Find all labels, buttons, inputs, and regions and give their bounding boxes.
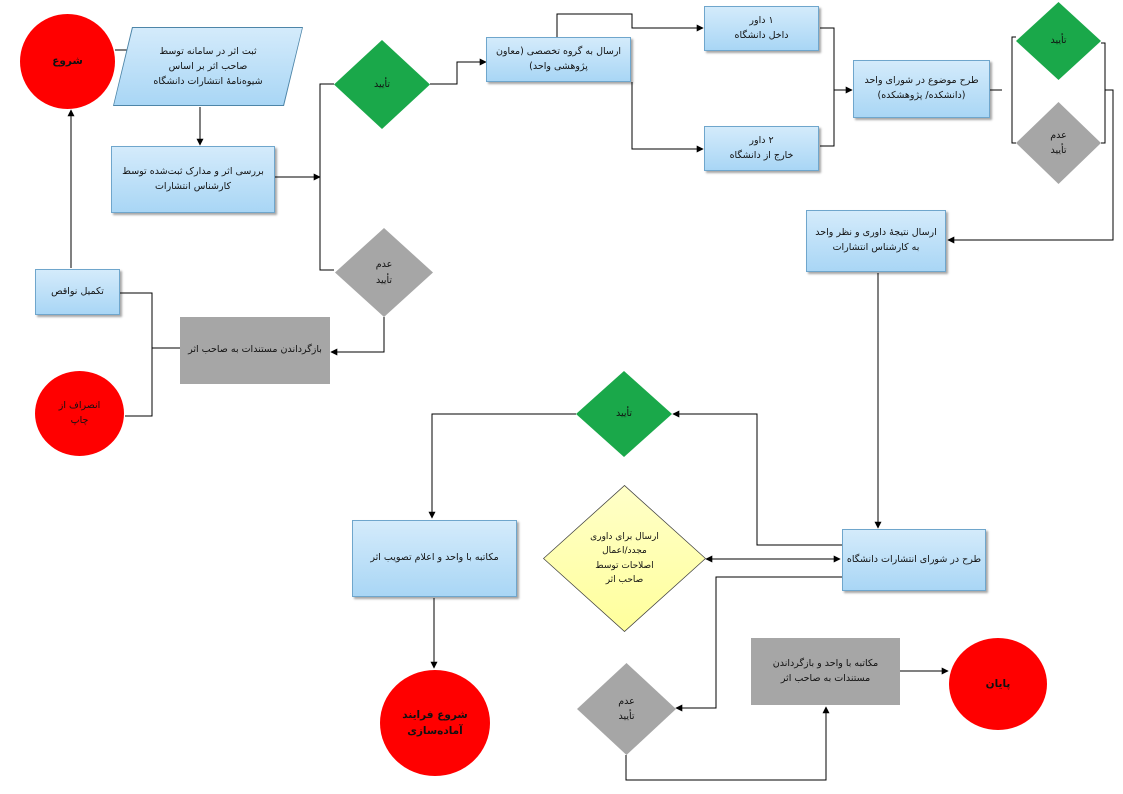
referee-outside-step[interactable]: ۲ داور خارج از دانشگاه	[704, 126, 819, 171]
approve-1-label: تأیید	[373, 78, 391, 90]
connector-univ-reject3	[675, 576, 842, 712]
notify-approve-step[interactable]: مکاتبه با واحد و اعلام تصویب اثر	[352, 520, 517, 597]
approve-decision-2[interactable]: تأیید	[1016, 2, 1101, 80]
send-result-step[interactable]: ارسال نتیجهٔ داوری و نظر واحد به کارشناس…	[806, 210, 946, 272]
review-step[interactable]: بررسی اثر و مدارک ثبت‌شده توسط کارشناس ا…	[111, 146, 275, 213]
connector-unit-decision-bracket	[1011, 36, 1016, 144]
reject-3-label: عدم تأیید	[618, 695, 635, 722]
reject-decision-2[interactable]: عدم تأیید	[1016, 102, 1101, 184]
withdraw-terminal[interactable]: انصراف از چاپ	[35, 371, 124, 456]
connector-decision2-bracket	[1101, 42, 1106, 144]
notify-return-step[interactable]: مکاتبه با واحد و بازگرداندن مستندات به ص…	[751, 638, 900, 705]
notify-approve-label: مکاتبه با واحد و اعلام تصویب اثر	[370, 552, 499, 564]
connector-junction-approve1	[319, 83, 334, 271]
connector-reject3-notify	[625, 706, 830, 781]
reject-decision-3[interactable]: عدم تأیید	[577, 663, 676, 755]
connector-decision2-result	[947, 89, 1114, 244]
register-step[interactable]: ثبت اثر در سامانه توسط صاحب اثر بر اساس …	[113, 27, 303, 106]
approve-3-label: تأیید	[615, 408, 633, 420]
connector-bracket-complete-withdraw	[120, 292, 153, 417]
connector-reject1-return	[330, 317, 385, 356]
connector-approve3-notify	[428, 413, 576, 519]
referee-inside-step[interactable]: ۱ داور داخل دانشگاه	[704, 6, 819, 51]
end-terminal[interactable]: پایان	[949, 638, 1047, 730]
register-fill	[114, 28, 302, 105]
connector-group-referee-out	[631, 82, 704, 153]
rereview-label: ارسال برای داوری مجدد/اعمال اصلاحات توسط…	[590, 531, 659, 585]
send-group-step[interactable]: ارسال به گروه تخصصی (معاون پژوهشی واحد)	[486, 37, 631, 82]
return-docs-label: بازگرداندن مستندات به صاحب اثر	[188, 344, 322, 356]
reject-1-label: عدم تأیید	[375, 259, 393, 286]
start-label: شروع	[52, 55, 83, 68]
unit-council-step[interactable]: طرح موضوع در شورای واحد (دانشکده/ پژوهشک…	[853, 60, 990, 118]
approve-2-label: تأیید	[1050, 35, 1067, 47]
university-council-label: طرح در شورای انتشارات دانشگاه	[846, 553, 982, 565]
connector-approve1-group	[430, 58, 487, 85]
start-terminal[interactable]: شروع	[20, 14, 115, 109]
connector-univ-approve3	[672, 410, 842, 546]
connector-group-referee-in	[556, 13, 704, 37]
return-docs-step[interactable]: بازگرداندن مستندات به صاحب اثر	[180, 317, 330, 384]
rereview-decision[interactable]: ارسال برای داوری مجدد/اعمال اصلاحات توسط…	[543, 485, 706, 632]
approve-decision-3[interactable]: تأیید	[576, 371, 672, 457]
end-label: پایان	[985, 677, 1011, 690]
connector-referees-unit	[820, 27, 835, 147]
complete-deficiencies-step[interactable]: تکمیل نواقص	[35, 269, 120, 315]
university-council-step[interactable]: طرح در شورای انتشارات دانشگاه	[842, 529, 986, 591]
complete-label: تکمیل نواقص	[51, 285, 104, 297]
reject-2-label: عدم تأیید	[1050, 129, 1067, 156]
reject-decision-1[interactable]: عدم تأیید	[335, 228, 433, 317]
register-label: ثبت اثر در سامانه توسط صاحب اثر بر اساس …	[153, 45, 263, 88]
approve-decision-1[interactable]: تأیید	[334, 40, 430, 129]
prep-start-terminal[interactable]: شروع فرایند آماده‌سازی	[380, 670, 490, 776]
